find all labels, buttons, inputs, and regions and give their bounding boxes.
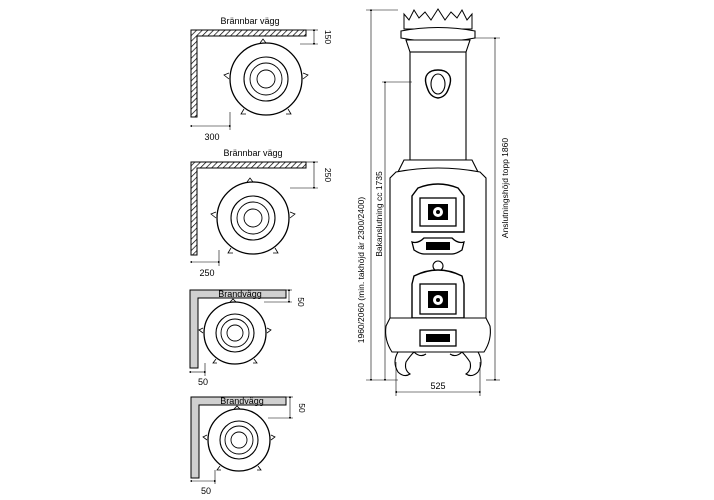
- wall-label: Brännbar vägg: [223, 148, 282, 158]
- wall-label: Brännbar vägg: [220, 16, 279, 26]
- stove-column: [409, 51, 467, 161]
- rear-outlet-dimension: [382, 80, 412, 382]
- overall-height-dimension: [366, 8, 398, 382]
- rear-clearance-label: 50: [201, 486, 211, 496]
- wall-label: Brandvägg: [218, 289, 262, 299]
- ash-door: [419, 329, 457, 347]
- stove-leg-left: [394, 351, 416, 377]
- stove-plan: [210, 177, 296, 255]
- overall-height-label: 1960/2060 (min. takhöjd är 2300/2400): [356, 197, 366, 344]
- upper-door: [411, 183, 465, 233]
- rear-clearance-label: 300: [204, 132, 219, 142]
- plan-view-3: Brandvägg 50 50: [188, 288, 306, 387]
- plan-view-2: Brännbar vägg 250 250: [189, 148, 333, 278]
- plan-view-4: Brandvägg 50 50: [189, 395, 307, 496]
- top-outlet-label: Anslutningshöjd topp 1860: [500, 138, 510, 238]
- stove-plan: [198, 298, 272, 365]
- plan-view-1: Brännbar vägg 150 300: [189, 16, 333, 142]
- side-clearance-label: 250: [323, 168, 333, 182]
- stove-plan: [223, 38, 309, 116]
- stove-crown: [403, 8, 473, 30]
- side-clearance-label: 50: [297, 403, 307, 413]
- side-clearance-label: 150: [323, 30, 333, 44]
- width-label: 525: [430, 381, 445, 391]
- width-dimension: [394, 362, 482, 396]
- rear-clearance-label: 50: [198, 377, 208, 387]
- rear-clearance-label: 250: [199, 268, 214, 278]
- stove-leg-right: [460, 351, 482, 377]
- stove-plan: [202, 405, 276, 472]
- side-clearance-label: 50: [296, 297, 306, 307]
- rear-outlet-label: Bakanslutning cc 1735: [374, 171, 384, 257]
- lower-door: [411, 260, 465, 319]
- stove-elevation: [385, 8, 491, 377]
- wall-label: Brandvägg: [220, 396, 264, 406]
- top-outlet-dimension: [474, 36, 500, 382]
- stove-cap: [400, 26, 476, 43]
